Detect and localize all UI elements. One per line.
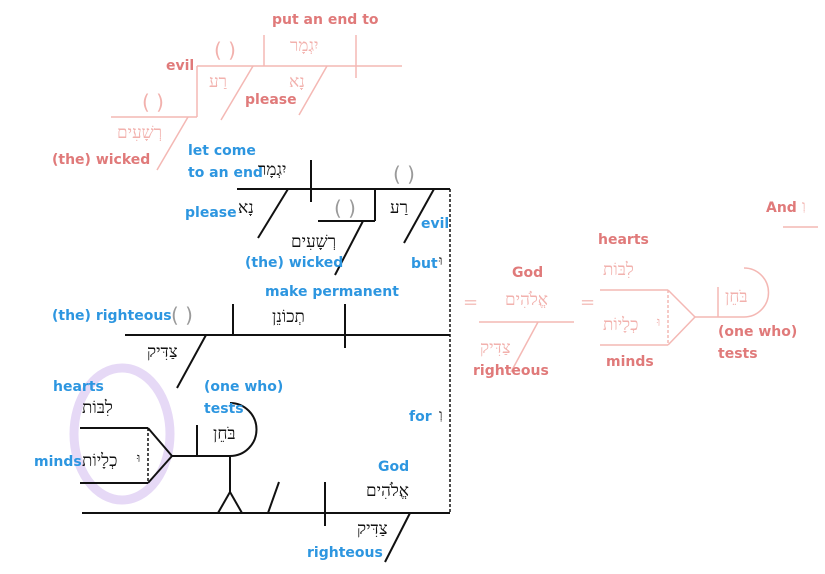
- c1-verb-gloss-1: let come: [188, 143, 256, 159]
- corner-conj-hebrew: וְ: [802, 198, 806, 214]
- conj-for-gloss: for: [409, 409, 432, 425]
- equals-sign-1: =: [463, 292, 479, 313]
- c1-subject-placeholder: ( ): [393, 162, 415, 186]
- c1-subject-hebrew: רַע: [390, 198, 408, 218]
- c3-modifier-gloss: righteous: [307, 545, 383, 561]
- c3-compound1-gloss: hearts: [53, 379, 104, 395]
- corner-and-gloss: And: [766, 200, 797, 216]
- c3-compound1-hebrew: לִבּוֹת: [82, 398, 113, 418]
- top-verb-gloss: put an end to: [272, 12, 379, 28]
- c1-genitive-placeholder: ( ): [334, 196, 356, 220]
- right-conj-hebrew: וּ: [657, 315, 661, 330]
- c3-participle-gloss-2: tests: [204, 401, 244, 417]
- top-subject-placeholder: ( ): [142, 90, 164, 114]
- c2-subject-placeholder: ( ): [171, 303, 193, 327]
- c3-modifier-hebrew: צַדִּיק: [357, 519, 388, 539]
- c3-participle-hebrew: בֹּחֵן: [213, 424, 236, 444]
- c2-object-hebrew: צַדִּיק: [147, 342, 178, 362]
- right-righteous-gloss: righteous: [473, 363, 549, 379]
- clause2-lines: [125, 304, 450, 389]
- right-righteous-hebrew: צַדִּיק: [480, 338, 511, 358]
- equals-sign-2: =: [580, 292, 596, 313]
- top-object-placeholder: ( ): [214, 38, 236, 62]
- c1-genitive-hebrew: רְשָׁעִים: [291, 232, 337, 252]
- top-object-hebrew: רַע: [209, 72, 227, 92]
- right-god-hebrew: אֱלֹהִים: [505, 290, 548, 310]
- top-subject-gloss: (the) wicked: [52, 152, 151, 168]
- c1-particle-gloss: please: [185, 205, 237, 221]
- right-tester-gloss-2: tests: [718, 346, 758, 362]
- right-minds-gloss: minds: [606, 354, 654, 370]
- right-god-gloss: God: [512, 265, 544, 281]
- right-tester-gloss-1: (one who): [718, 324, 798, 340]
- c3-subject-hebrew: אֱלֹהִים: [366, 481, 409, 501]
- clause3-lines: [80, 402, 450, 563]
- conj-but-gloss: but: [411, 256, 438, 272]
- c2-subject-gloss: (the) righteous: [52, 308, 172, 324]
- c3-compound2-hebrew: כְלָיוֹת: [82, 451, 118, 471]
- top-object-gloss: evil: [166, 58, 195, 74]
- c3-compound2-gloss: minds: [34, 454, 82, 470]
- right-hearts-gloss: hearts: [598, 232, 649, 248]
- c2-verb-hebrew: תְכוֹנֵן: [272, 307, 305, 327]
- top-verb-hebrew: יִגְמָר: [290, 36, 319, 56]
- conj-but-hebrew: וּ: [439, 253, 443, 269]
- c1-verb-hebrew: יִגְמָר: [258, 160, 287, 180]
- c1-particle-hebrew: נָא: [238, 198, 254, 218]
- right-tester-hebrew: בֹּחֵן: [725, 287, 748, 307]
- c3-participle-gloss-1: (one who): [204, 379, 284, 395]
- conj-for-hebrew: וְ: [439, 407, 443, 423]
- c1-subject-gloss: evil: [421, 216, 450, 232]
- top-particle-gloss: please: [245, 92, 297, 108]
- clause1-lines: [237, 160, 450, 276]
- c3-subject-gloss: God: [378, 459, 410, 475]
- highlight-ellipse: [69, 363, 175, 505]
- c1-verb-gloss-2: to an end: [188, 165, 263, 181]
- top-particle-hebrew: נָא: [289, 72, 305, 92]
- c2-verb-gloss: make permanent: [265, 284, 399, 300]
- top-faded-lines: [111, 35, 402, 171]
- top-subject-hebrew: רְשָׁעִים: [117, 123, 163, 143]
- right-minds-hebrew: כְלָיוֹת: [603, 315, 639, 335]
- right-faded-lines: [479, 226, 818, 373]
- c1-genitive-gloss: (the) wicked: [245, 255, 344, 271]
- right-hearts-hebrew: לִבּוֹת: [603, 260, 634, 280]
- c3-compound-conj-hebrew: וּ: [137, 451, 141, 466]
